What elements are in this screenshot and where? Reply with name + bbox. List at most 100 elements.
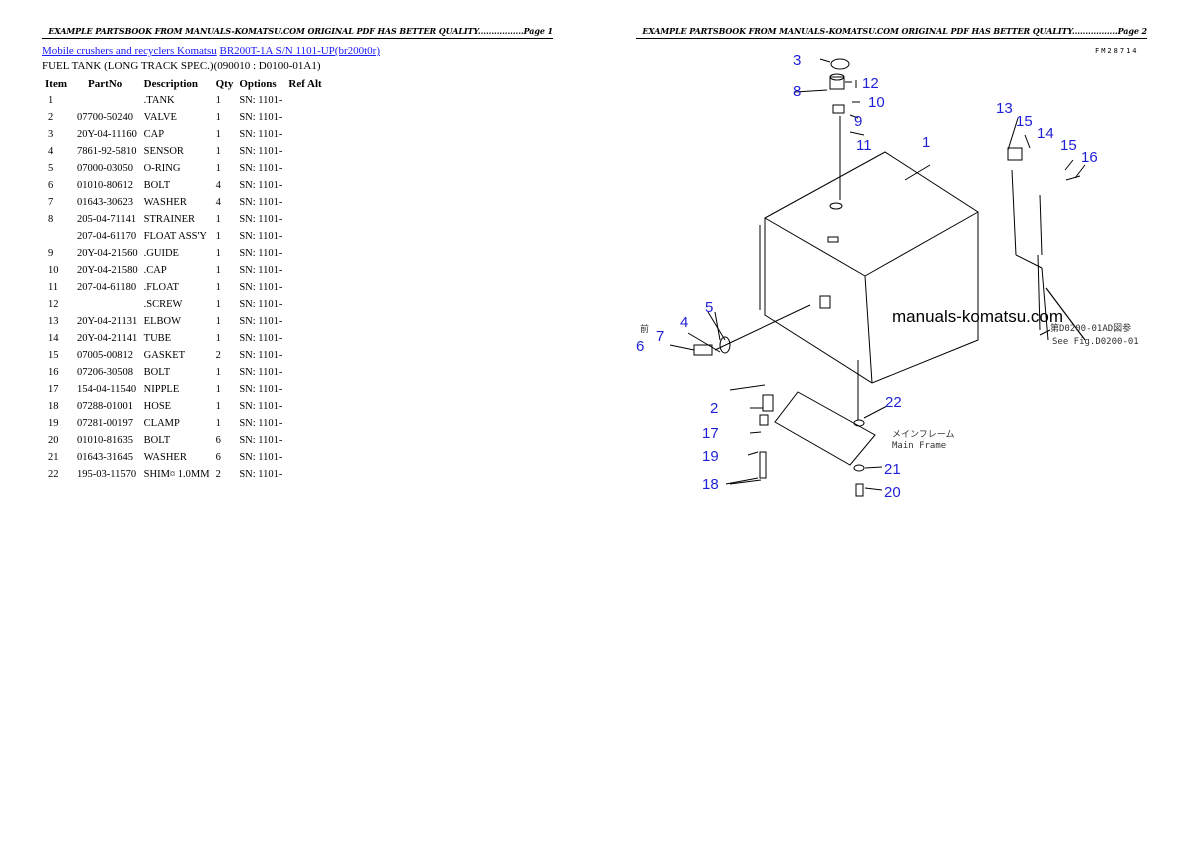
page1-header: EXAMPLE PARTSBOOK FROM MANUALS-KOMATSU.C…: [42, 26, 553, 39]
options-cell: SN: 1101-: [239, 197, 283, 208]
callout-15b: 15: [1060, 137, 1077, 154]
ref-alt-cell: [285, 126, 324, 143]
options-cell: SN: 1101-: [239, 282, 283, 293]
options-cell: SN: 1101-: [239, 418, 283, 429]
callout-6: 6: [636, 338, 644, 355]
qty-cell: 1: [215, 146, 221, 157]
ref-alt-cell: [285, 211, 324, 228]
partno-cell: 20Y-04-11160: [77, 129, 137, 140]
ref-alt-cell: [285, 466, 324, 483]
callout-5: 5: [705, 299, 713, 316]
options-cell: SN: 1101-: [239, 367, 283, 378]
ref-alt-cell: [285, 415, 324, 432]
partno-cell: 20Y-04-21560: [77, 248, 138, 259]
options-cell: SN: 1101-: [239, 384, 283, 395]
options-cell: SN: 1101-: [239, 146, 283, 157]
section-title: FUEL TANK (LONG TRACK SPEC.)(090010 : D0…: [42, 60, 321, 72]
parts-table: Item PartNo Description Qty Options Ref …: [42, 75, 325, 483]
options-cell: SN: 1101-: [239, 435, 283, 446]
description-cell: .SCREW: [143, 299, 183, 310]
ref-alt-cell: [285, 347, 324, 364]
ref-alt-cell: [285, 313, 324, 330]
description-cell: CLAMP: [143, 418, 180, 429]
description-cell: SENSOR: [143, 146, 184, 157]
partno-cell: 20Y-04-21141: [77, 333, 138, 344]
qty-cell: 6: [215, 435, 221, 446]
ref-alt-cell: [285, 330, 324, 347]
callout-9: 9: [854, 113, 862, 130]
partno-cell: [74, 296, 141, 313]
ref-alt-cell: [285, 228, 324, 245]
col-header-partno: PartNo: [88, 77, 123, 90]
main-frame-label-jp: メインフレーム: [892, 429, 954, 440]
qty-cell: 1: [215, 401, 221, 412]
partno-cell: [74, 92, 141, 109]
description-cell: .FLOAT: [143, 282, 179, 293]
partno-cell: 20Y-04-21131: [77, 316, 138, 327]
qty-cell: 1: [215, 248, 221, 259]
qty-cell: 2: [215, 469, 221, 480]
description-cell: .GUIDE: [143, 248, 179, 259]
item-cell: 4: [48, 146, 54, 157]
callout-15a: 15: [1016, 113, 1033, 130]
callout-19: 19: [702, 448, 719, 465]
callout-2: 2: [710, 400, 718, 417]
item-cell: 5: [48, 163, 54, 174]
description-cell: SHIM¤ 1.0MM: [143, 469, 210, 480]
description-cell: GASKET: [143, 350, 186, 361]
qty-cell: 1: [215, 112, 221, 123]
description-cell: WASHER: [143, 197, 187, 208]
options-cell: SN: 1101-: [239, 163, 283, 174]
partno-cell: 207-04-61180: [77, 282, 137, 293]
ref-alt-cell: [285, 432, 324, 449]
callout-17: 17: [702, 425, 719, 442]
callout-18: 18: [702, 476, 719, 493]
options-cell: SN: 1101-: [239, 350, 283, 361]
strainer-parts: [829, 58, 857, 200]
reference-jp: 第D0200-01AD図参: [1050, 322, 1131, 334]
front-label-jp: 前: [640, 323, 649, 335]
ref-alt-cell: [285, 92, 324, 109]
partno-cell: 154-04-11540: [77, 384, 137, 395]
options-cell: SN: 1101-: [239, 469, 283, 480]
partno-cell: 07288-01001: [77, 401, 133, 412]
ref-alt-cell: [285, 177, 324, 194]
item-cell: 8: [48, 214, 54, 225]
description-cell: VALVE: [143, 112, 177, 123]
description-cell: .CAP: [143, 265, 167, 276]
page2-header: EXAMPLE PARTSBOOK FROM MANUALS-KOMATSU.C…: [636, 26, 1147, 39]
callout-16: 16: [1081, 149, 1098, 166]
ref-alt-cell: [285, 194, 324, 211]
qty-cell: 2: [215, 350, 221, 361]
callout-14: 14: [1037, 125, 1054, 142]
options-cell: SN: 1101-: [239, 180, 283, 191]
description-cell: HOSE: [143, 401, 172, 412]
options-cell: SN: 1101-: [239, 401, 283, 412]
breadcrumb-link-catalog[interactable]: Mobile crushers and recyclers Komatsu: [42, 45, 217, 57]
qty-cell: 1: [215, 163, 221, 174]
options-cell: SN: 1101-: [239, 248, 283, 259]
item-cell: 1: [48, 95, 54, 106]
qty-cell: 1: [215, 129, 221, 140]
description-cell: .TANK: [143, 95, 175, 106]
partno-cell: 7861-92-5810: [77, 146, 137, 157]
partno-cell: 20Y-04-21580: [77, 265, 138, 276]
callout-21: 21: [884, 461, 901, 478]
breadcrumb: Mobile crushers and recyclers Komatsu BR…: [42, 45, 380, 57]
ref-alt-cell: [285, 279, 324, 296]
partno-cell: 01643-30623: [77, 197, 133, 208]
callout-12: 12: [862, 75, 879, 92]
col-header-item: Item: [45, 77, 67, 90]
breadcrumb-link-model[interactable]: BR200T-1A S/N 1101-UP(br200t0r): [219, 45, 381, 57]
item-cell: 15: [48, 350, 59, 361]
